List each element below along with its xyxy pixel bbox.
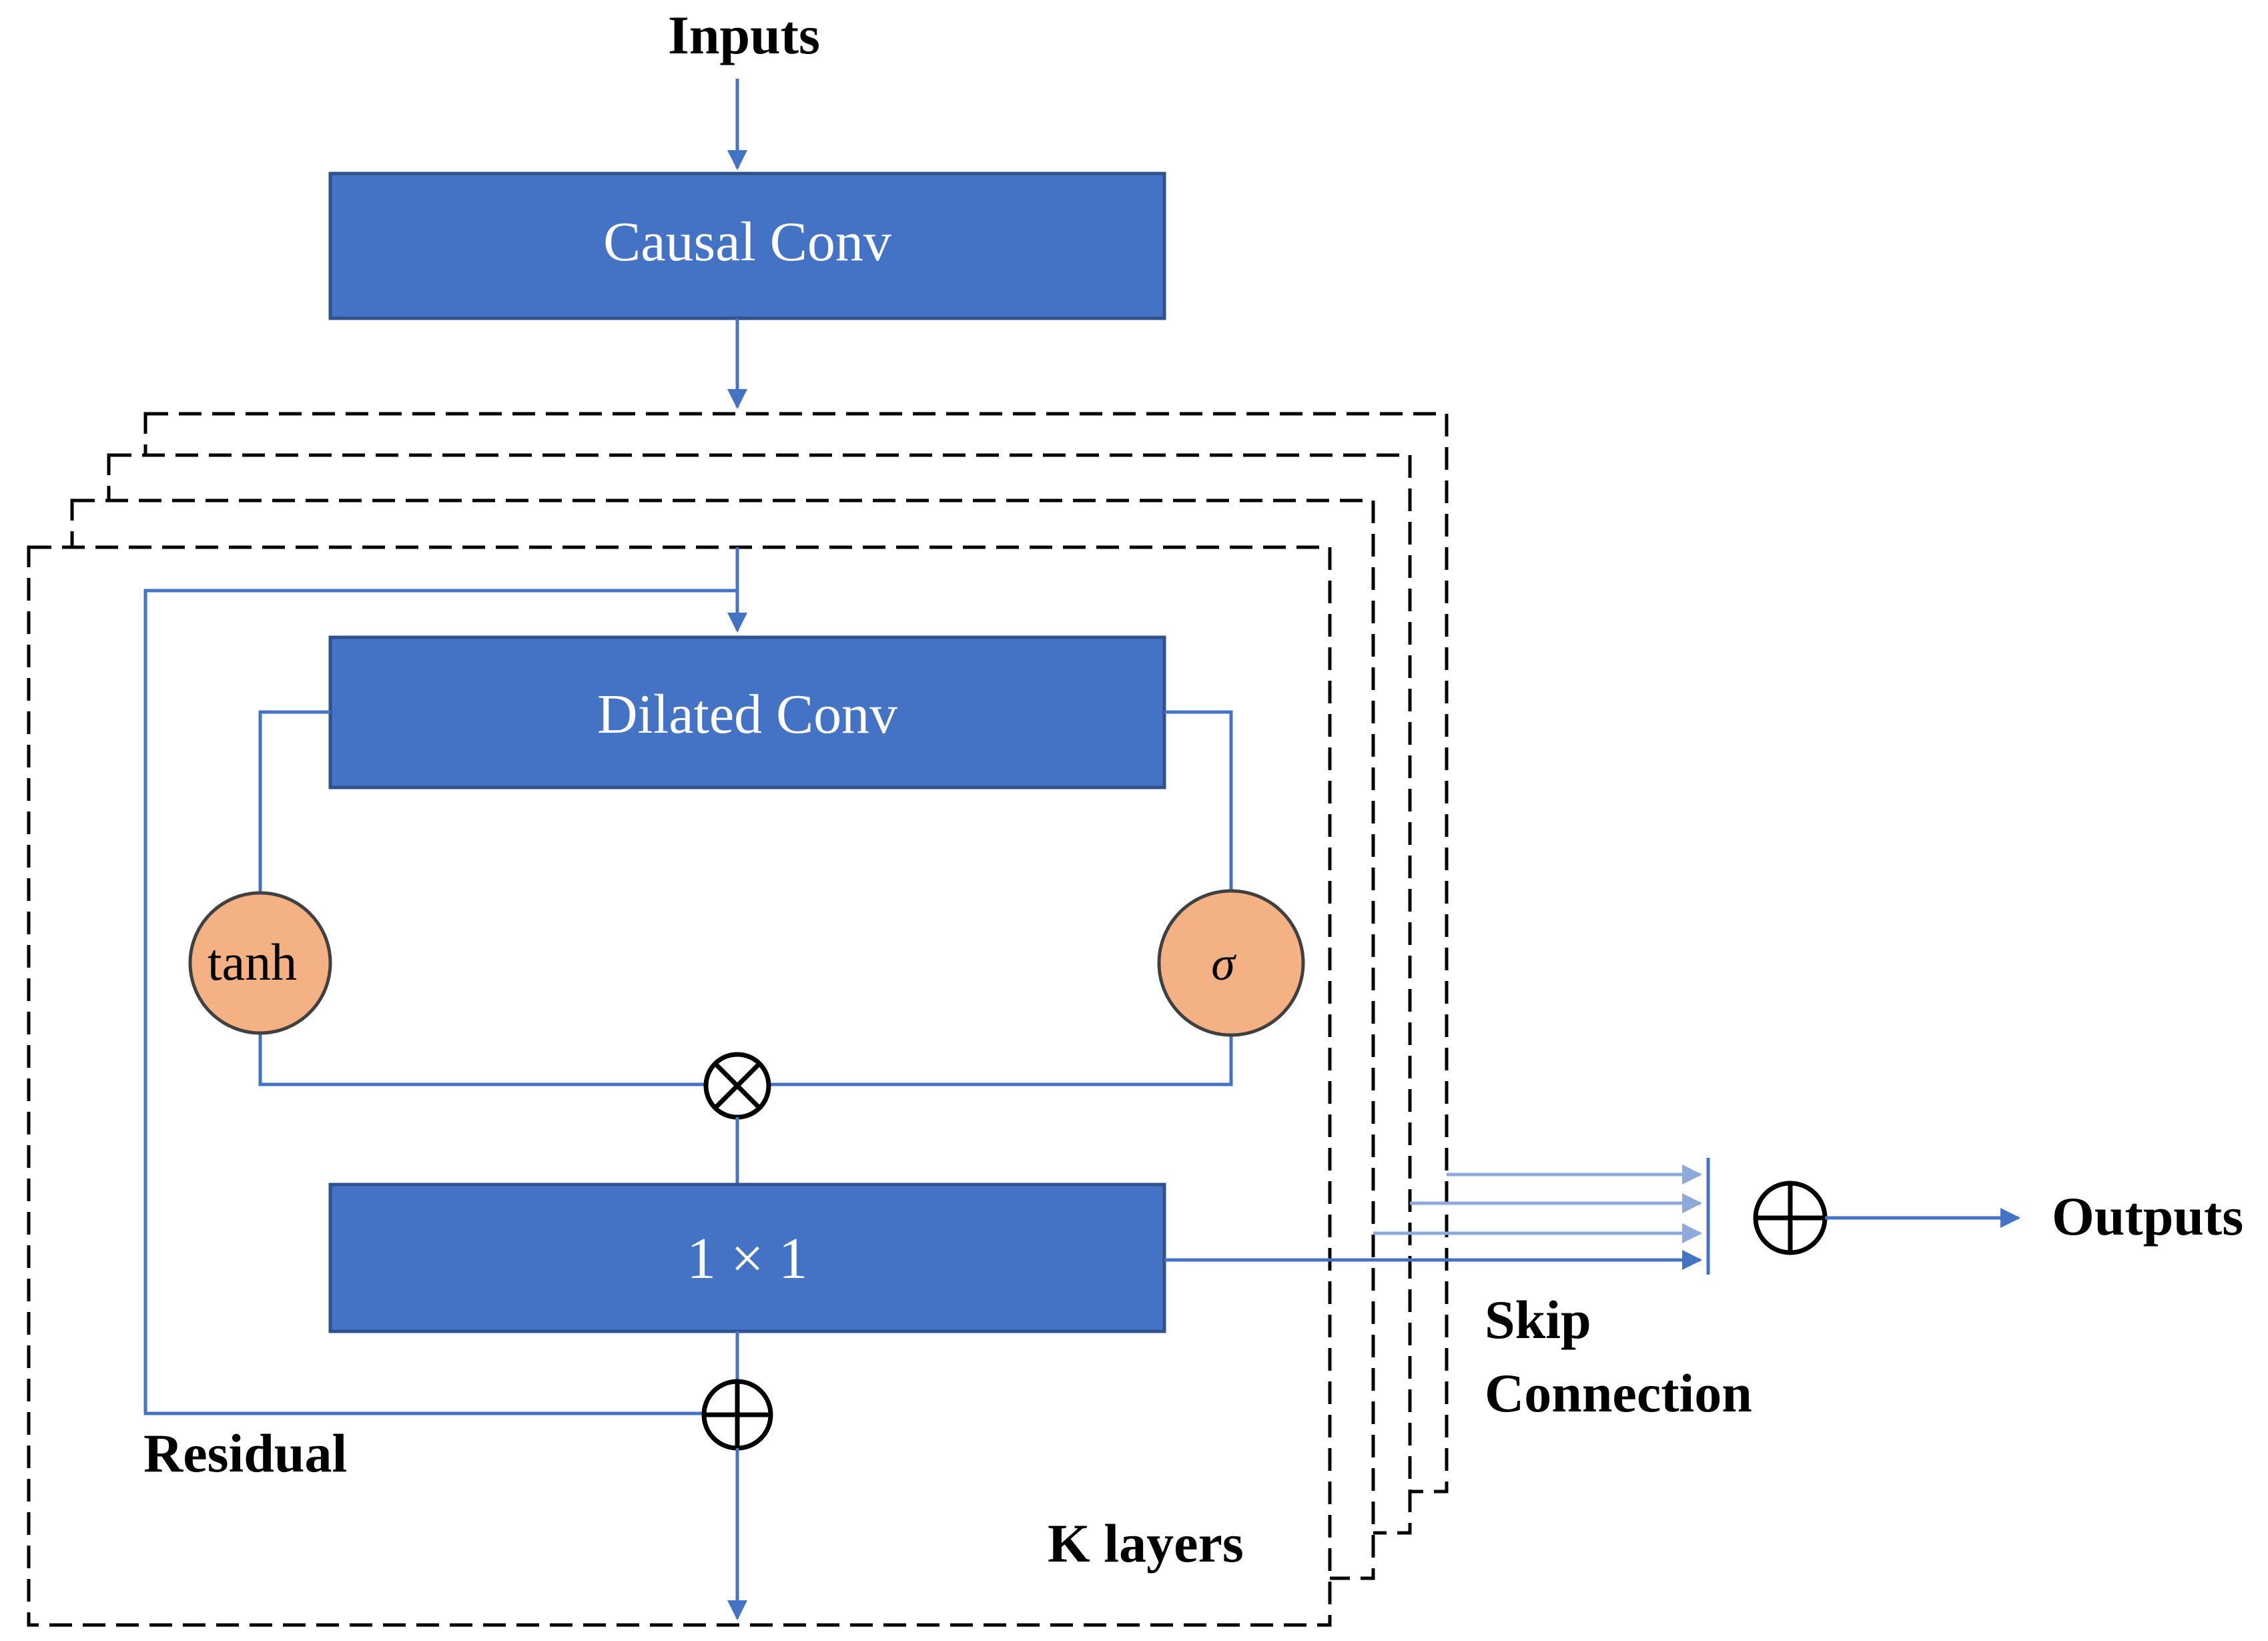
residual-label: Residual — [143, 1423, 347, 1484]
skip-sum-icon — [1753, 1181, 1828, 1255]
inputs-label: Inputs — [668, 5, 820, 65]
tanh-to-multiply — [258, 1033, 706, 1086]
tanh-label: tanh — [208, 933, 297, 991]
outputs-label: Outputs — [2052, 1186, 2243, 1247]
skip-label-line2: Connection — [1485, 1363, 1752, 1423]
tanh-branch — [258, 710, 330, 893]
sigma-label: σ — [1211, 937, 1236, 990]
k-layers-label: K layers — [1048, 1513, 1244, 1574]
sigma-gate — [1157, 889, 1305, 1037]
one-by-one-block — [328, 1183, 1166, 1333]
one-by-one-label: 1 × 1 — [687, 1227, 808, 1291]
causal-conv-block — [328, 172, 1166, 320]
dilated-conv-label: Dilated Conv — [597, 683, 897, 745]
residual-path — [143, 589, 737, 1415]
dilated-conv-block — [328, 635, 1166, 789]
sigma-to-multiply — [769, 1033, 1233, 1086]
residual-add-icon — [701, 1379, 773, 1451]
sigma-branch — [1164, 710, 1233, 893]
multiply-icon — [703, 1052, 771, 1120]
skip-label-line1: Skip — [1485, 1289, 1591, 1350]
tanh-gate — [188, 891, 332, 1035]
causal-conv-label: Causal Conv — [603, 211, 891, 273]
